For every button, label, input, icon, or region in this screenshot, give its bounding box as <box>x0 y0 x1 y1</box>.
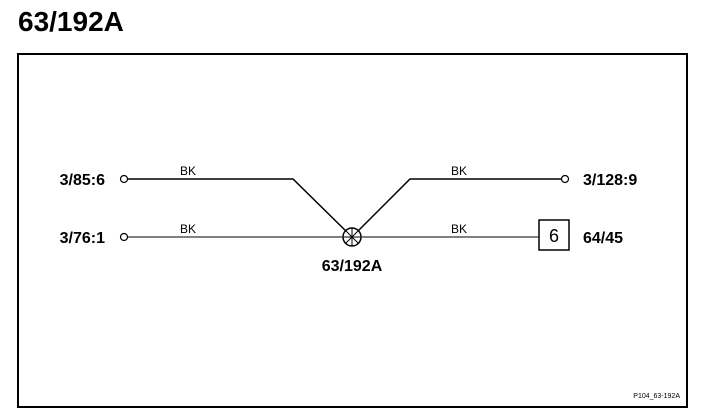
connector-label-top-left: 3/85:6 <box>60 172 105 189</box>
connector-label-bottom-left: 3/76:1 <box>60 230 105 247</box>
wire-top-left <box>128 178 353 238</box>
terminal-top-right-icon <box>560 174 570 184</box>
wire-top-right <box>351 178 561 238</box>
reference-code: P104_63-192A <box>633 393 680 400</box>
component-box <box>538 219 570 251</box>
wire-label-bottom-right: BK <box>451 222 467 236</box>
splice-label: 63/192A <box>322 258 383 275</box>
wire-label-top-left: BK <box>180 164 196 178</box>
terminal-top-left-icon <box>119 174 129 184</box>
component-box-number: 6 <box>549 226 559 246</box>
wire-label-bottom-left: BK <box>180 222 196 236</box>
terminal-bottom-left-icon <box>119 232 129 242</box>
diagram-frame <box>17 53 688 408</box>
connector-label-bottom-right: 64/45 <box>583 230 623 247</box>
connector-label-top-right: 3/128:9 <box>583 172 637 189</box>
page-title: 63/192A <box>18 6 124 37</box>
splice-icon <box>342 227 362 247</box>
wire-label-top-right: BK <box>451 164 467 178</box>
